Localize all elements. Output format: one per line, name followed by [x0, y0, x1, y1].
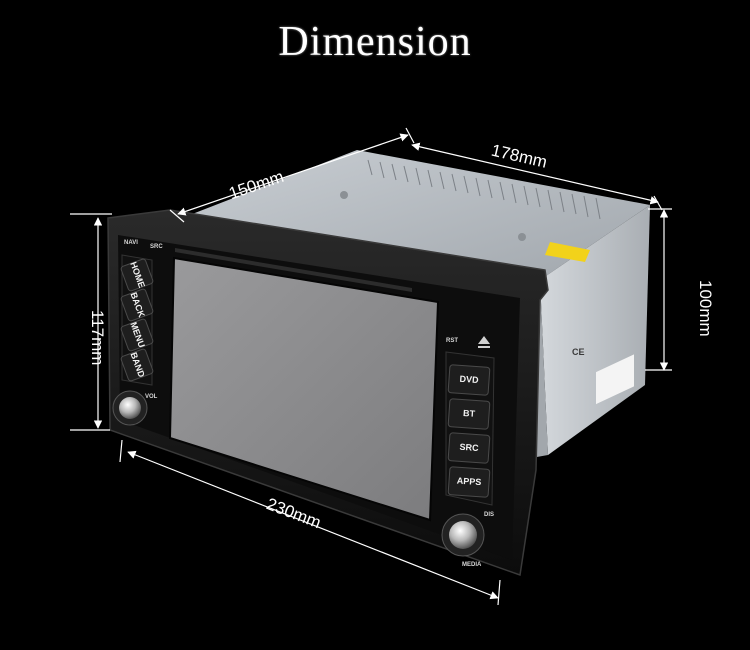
right-button-dvd-face — [447, 364, 491, 396]
dim-tick-230-a — [119, 439, 123, 463]
navi-label: NAVI — [124, 240, 138, 246]
left-button-back[interactable]: BACK — [120, 288, 154, 322]
warning-sticker — [545, 242, 590, 262]
dim-label-178: 178mm — [489, 141, 549, 172]
dim-tick-150-a — [169, 209, 185, 223]
display-screen — [168, 256, 440, 522]
dis-label: DIS — [484, 512, 494, 518]
eject-icon-bar — [478, 346, 490, 348]
dim-tick-150-b — [405, 127, 415, 144]
right-button-dvd-label: DVD — [459, 374, 479, 385]
right-button-apps-label: APPS — [456, 476, 481, 488]
right-button-dvd[interactable]: DVD — [447, 364, 491, 396]
right-button-bt[interactable]: BT — [447, 398, 491, 430]
right-button-bt-label: BT — [463, 408, 476, 419]
dim-label-117: 117mm — [88, 310, 107, 365]
left-button-menu-face — [120, 318, 154, 352]
left-button-menu[interactable]: MENU — [120, 318, 154, 352]
chassis-back-side — [540, 205, 650, 455]
src-label: SRC — [150, 244, 163, 250]
right-button-src-label: SRC — [459, 442, 479, 453]
left-button-band-face — [120, 348, 154, 382]
dim-line-178 — [411, 142, 659, 205]
page-title: Dimension — [278, 19, 472, 65]
media-knob — [441, 513, 485, 557]
right-button-bt-face — [447, 398, 491, 430]
volume-knob — [112, 390, 148, 426]
disc-slot — [175, 248, 412, 292]
dim-label-100: 100mm — [696, 280, 715, 337]
dim-line-230 — [127, 450, 499, 600]
barcode-label — [596, 354, 634, 405]
left-button-back-face — [120, 288, 154, 322]
left-button-band[interactable]: BAND — [120, 348, 154, 382]
dimension-lines — [70, 127, 672, 606]
eject-icon — [478, 336, 490, 344]
dim-line-150 — [177, 133, 409, 216]
ce-mark: CE — [572, 347, 585, 357]
dim-tick-230-b — [497, 579, 501, 606]
right-button-src[interactable]: SRC — [447, 432, 491, 464]
media-label: MEDIA — [462, 562, 482, 568]
dim-tick-178 — [653, 195, 663, 211]
left-button-home[interactable]: HOME — [120, 258, 154, 292]
vol-label: VOL — [145, 394, 158, 400]
rst-label: RST — [446, 338, 458, 344]
left-button-home-face — [120, 258, 154, 292]
right-button-apps[interactable]: APPS — [447, 466, 491, 498]
